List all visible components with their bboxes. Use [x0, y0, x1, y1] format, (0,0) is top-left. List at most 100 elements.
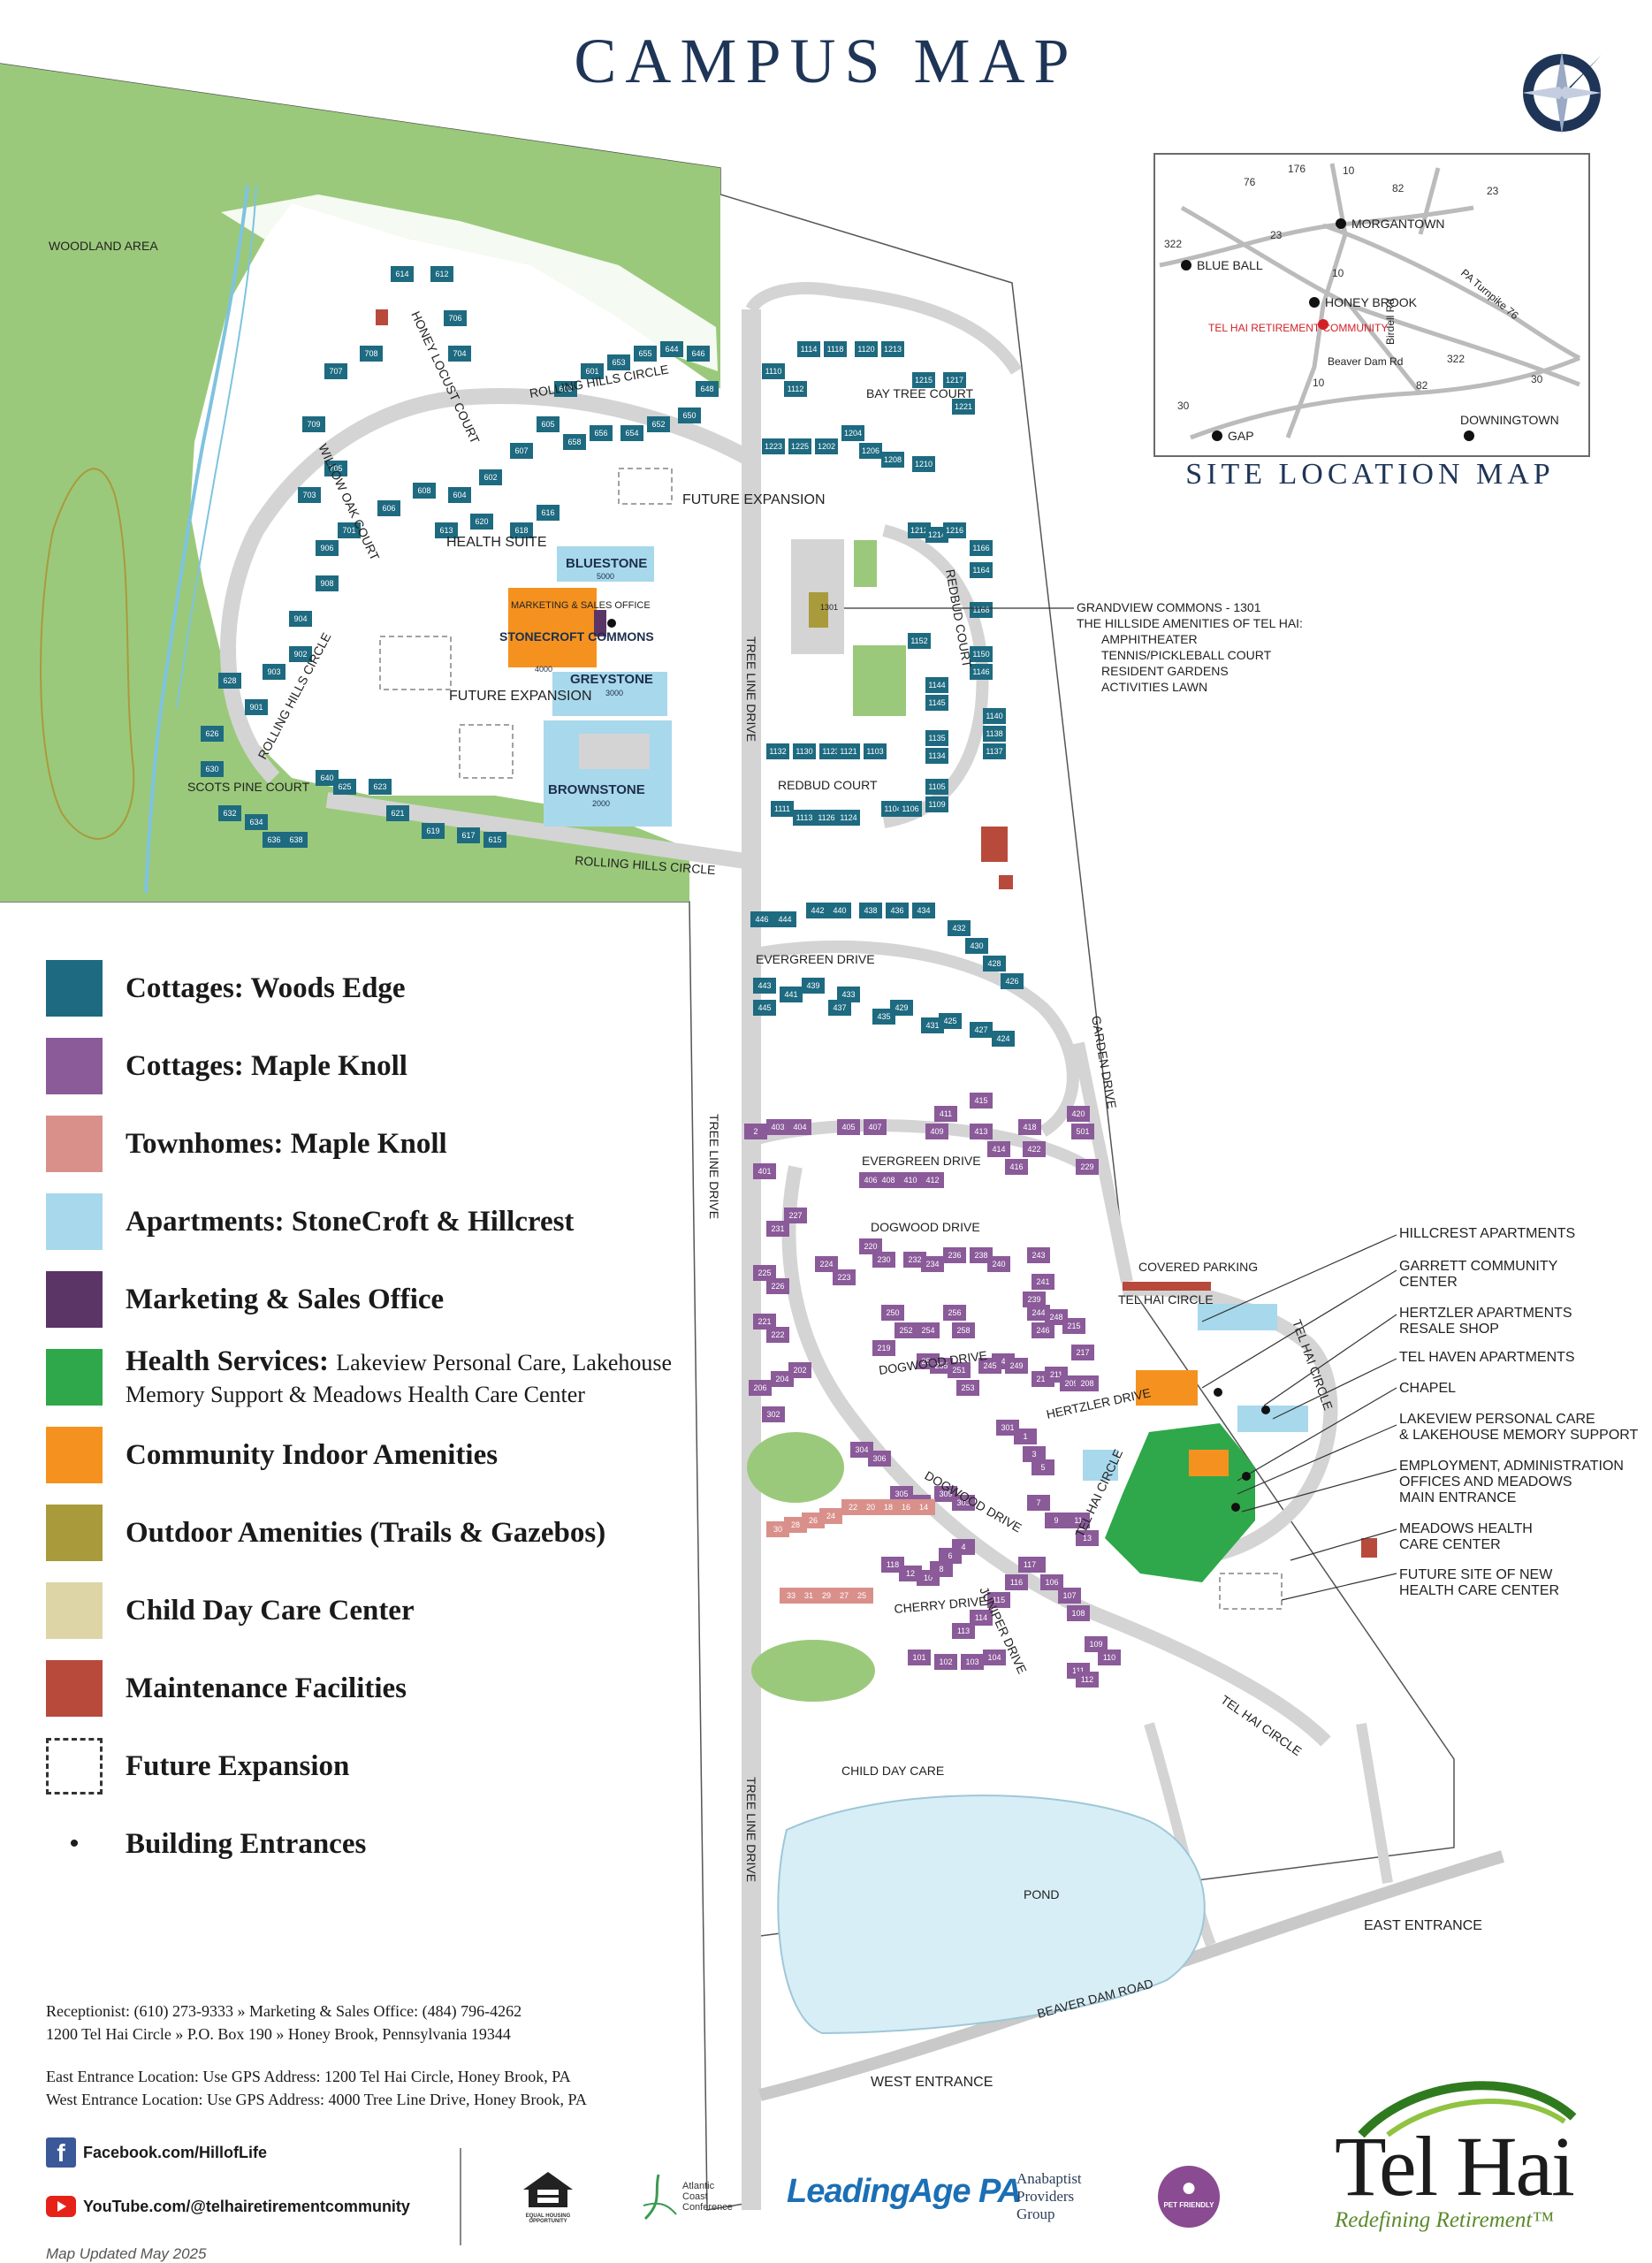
cottage-unit[interactable] [263, 664, 285, 680]
cottage-unit[interactable] [881, 341, 904, 357]
cottage-unit[interactable] [448, 487, 471, 503]
cottage-unit[interactable] [797, 1588, 820, 1604]
cottage-unit[interactable] [859, 1172, 882, 1188]
cottage-unit[interactable] [289, 611, 312, 627]
cottage-unit[interactable] [245, 814, 268, 830]
cottage-unit[interactable] [925, 695, 948, 711]
cottage-unit[interactable] [537, 505, 560, 521]
cottage-unit[interactable] [607, 354, 630, 370]
cottage-unit[interactable] [1005, 1358, 1028, 1374]
cottage-unit[interactable] [983, 1650, 1006, 1665]
cottage-unit[interactable] [987, 1256, 1010, 1272]
cottage-unit[interactable] [1023, 1141, 1046, 1157]
cottage-unit[interactable] [921, 1256, 944, 1272]
cottage-unit[interactable] [285, 832, 308, 848]
cottage-unit[interactable] [819, 1508, 842, 1524]
cottage-unit[interactable] [391, 266, 414, 282]
cottage-unit[interactable] [634, 346, 657, 362]
cottage-unit[interactable] [837, 810, 860, 826]
cottage-unit[interactable] [289, 646, 312, 662]
cottage-unit[interactable] [912, 903, 935, 918]
cottage-unit[interactable] [881, 801, 904, 817]
cottage-unit[interactable] [324, 363, 347, 379]
cottage-unit[interactable] [806, 903, 829, 918]
cottage-unit[interactable] [762, 363, 785, 379]
cottage-unit[interactable] [815, 1588, 838, 1604]
cottage-unit[interactable] [302, 416, 325, 432]
cottage-unit[interactable] [881, 1305, 904, 1321]
cottage-unit[interactable] [939, 1013, 962, 1029]
cottage-unit[interactable] [970, 602, 993, 618]
cottage-unit[interactable] [470, 514, 493, 530]
cottage-unit[interactable] [987, 1592, 1010, 1608]
cottage-unit[interactable] [948, 1362, 971, 1378]
cottage-unit[interactable] [218, 673, 241, 689]
cottage-unit[interactable] [948, 920, 971, 936]
cottage-unit[interactable] [766, 1119, 789, 1135]
cottage-unit[interactable] [815, 1256, 838, 1272]
cottage-unit[interactable] [1071, 1124, 1094, 1139]
cottage-unit[interactable] [771, 801, 794, 817]
cottage-unit[interactable] [1045, 1309, 1068, 1325]
cottage-unit[interactable] [859, 443, 882, 459]
cottage-unit[interactable] [859, 1238, 882, 1254]
cottage-unit[interactable] [483, 832, 506, 848]
cottage-unit[interactable] [890, 1486, 913, 1502]
cottage-unit[interactable] [780, 1588, 803, 1604]
cottage-unit[interactable] [245, 699, 268, 715]
cottage-unit[interactable] [784, 381, 807, 397]
cottage-unit[interactable] [934, 1654, 957, 1670]
cottage-unit[interactable] [1027, 1495, 1050, 1511]
cottage-unit[interactable] [788, 1119, 811, 1135]
cottage-unit[interactable] [872, 1340, 895, 1356]
cottage-unit[interactable] [943, 1305, 966, 1321]
cottage-unit[interactable] [771, 1371, 794, 1387]
cottage-unit[interactable] [563, 434, 586, 450]
cottage-unit[interactable] [678, 408, 701, 423]
cottage-unit[interactable] [877, 1499, 900, 1515]
cottage-unit[interactable] [837, 743, 860, 759]
cottage-unit[interactable] [1027, 1305, 1050, 1321]
cottage-unit[interactable] [841, 425, 864, 441]
cottage-unit[interactable] [687, 346, 710, 362]
cottage-unit[interactable] [479, 469, 502, 485]
cottage-unit[interactable] [333, 779, 356, 795]
cottage-unit[interactable] [1005, 1159, 1028, 1175]
cottage-unit[interactable] [766, 1327, 789, 1343]
cottage-unit[interactable] [620, 425, 643, 441]
facebook-link[interactable]: f Facebook.com/HillofLife [46, 2137, 267, 2168]
cottage-unit[interactable] [1001, 973, 1024, 989]
cottage-unit[interactable] [422, 823, 445, 839]
cottage-unit[interactable] [802, 978, 825, 994]
cottage-unit[interactable] [992, 1031, 1015, 1047]
cottage-unit[interactable] [952, 1495, 975, 1511]
cottage-unit[interactable] [934, 1486, 957, 1502]
cottage-unit[interactable] [448, 346, 471, 362]
cottage-unit[interactable] [833, 1269, 856, 1285]
cottage-unit[interactable] [925, 1124, 948, 1139]
cottage-unit[interactable] [819, 743, 842, 759]
cottage-unit[interactable] [753, 1265, 776, 1281]
cottage-unit[interactable] [581, 363, 604, 379]
cottage-unit[interactable] [965, 938, 988, 954]
cottage-unit[interactable] [925, 677, 948, 693]
cottage-unit[interactable] [815, 810, 838, 826]
cottage-unit[interactable] [1032, 1274, 1054, 1290]
cottage-unit[interactable] [784, 1517, 807, 1533]
cottage-unit[interactable] [899, 801, 922, 817]
cottage-unit[interactable] [899, 1566, 922, 1581]
cottage-unit[interactable] [925, 748, 948, 764]
cottage-unit[interactable] [824, 341, 847, 357]
cottage-unit[interactable] [753, 978, 776, 994]
cottage-unit[interactable] [970, 1247, 993, 1263]
cottage-unit[interactable] [766, 743, 789, 759]
cottage-unit[interactable] [793, 743, 816, 759]
cottage-unit[interactable] [1062, 1318, 1085, 1334]
cottage-unit[interactable] [886, 903, 909, 918]
cottage-unit[interactable] [1058, 1588, 1081, 1604]
cottage-unit[interactable] [537, 416, 560, 432]
cottage-unit[interactable] [766, 1221, 789, 1237]
cottage-unit[interactable] [983, 743, 1006, 759]
cottage-unit[interactable] [316, 540, 339, 556]
cottage-unit[interactable] [744, 1124, 767, 1139]
